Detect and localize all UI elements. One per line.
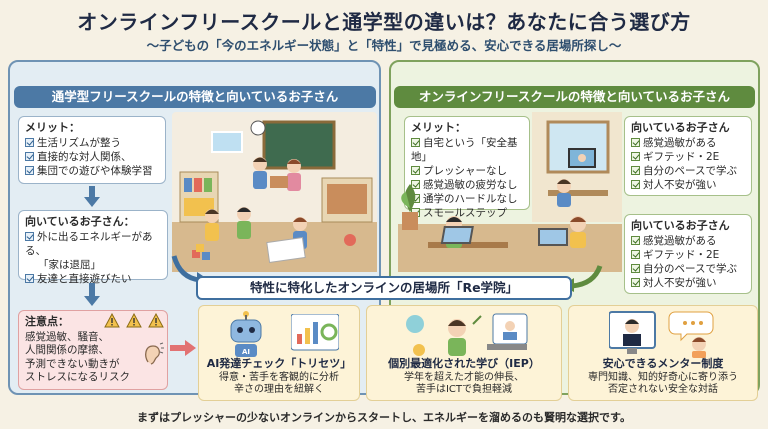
check-icon bbox=[631, 180, 640, 189]
feature-mentor: 安心できるメンター制度 専門知識、知的好奇心に寄り添う 否定されない安全な対話 bbox=[568, 305, 758, 401]
feature-title: AI発達チェック「トリセツ」 bbox=[206, 357, 352, 370]
school-merits-title: メリット： bbox=[25, 121, 80, 134]
arrow-down-icon bbox=[84, 283, 100, 306]
ear-icon bbox=[145, 342, 164, 365]
online-heading: オンラインフリースクールの特徴と向いているお子さん bbox=[394, 86, 755, 108]
check-icon bbox=[631, 152, 640, 161]
list-item: 生活リズムが整う bbox=[25, 136, 159, 150]
list-item: 感覚過敏の疲労なし bbox=[411, 178, 523, 192]
list-item: ギフテッド・2E bbox=[631, 248, 745, 262]
home-learning-illustration bbox=[398, 112, 622, 272]
caution-line: 感覚過敏、騒音、 bbox=[25, 330, 109, 343]
mentor-video-icon bbox=[609, 311, 714, 358]
list-item: 友達と直接遊びたい bbox=[25, 272, 161, 286]
online-suited-1: 向いているお子さん 感覚過敏がある ギフテッド・2E 自分のペースで学ぶ 対人不… bbox=[624, 116, 752, 196]
list-item: 感覚過敏がある bbox=[631, 234, 745, 248]
school-caution: 注意点： 感覚過敏、騒音、 人間関係の摩擦、 予測できない動きが ストレスになる… bbox=[18, 310, 168, 390]
footer-note: まずはプレッシャーの少ないオンラインからスタートし、エネルギーを溜めるのも賢明な… bbox=[137, 411, 631, 424]
classroom-illustration bbox=[172, 112, 377, 272]
list-item: 「家は退屈」 bbox=[38, 259, 101, 271]
school-merits: メリット： 生活リズムが整う 直接的な対人関係、 集団での遊びや体験学習 bbox=[18, 116, 166, 184]
list-item: 集団での遊びや体験学習 bbox=[25, 164, 159, 178]
arrow-right-icon bbox=[170, 340, 196, 356]
check-icon bbox=[631, 250, 640, 259]
check-icon bbox=[25, 152, 34, 161]
feature-ai-check: AI AI発達チェック「トリセツ」 得意・苦手を客観的に分析 辛さの理由を紐解く bbox=[198, 305, 360, 401]
warning-icons bbox=[104, 313, 164, 328]
ai-badge: AI bbox=[242, 348, 250, 356]
check-icon bbox=[25, 166, 34, 175]
re-gakuin-heading: 特性に特化したオンラインの居場所「Re学院」 bbox=[196, 276, 572, 300]
feature-line: 専門知識、知的好奇心に寄り添う bbox=[588, 371, 738, 383]
list-item: 通学のハードルなし bbox=[411, 192, 523, 206]
caution-line: 予測できない動きが bbox=[25, 357, 120, 370]
check-icon bbox=[411, 166, 420, 175]
list-item: 自分のペースで学ぶ bbox=[631, 262, 745, 276]
caution-line: 人間関係の摩擦、 bbox=[25, 344, 109, 356]
online-suited-title: 向いているお子さん bbox=[631, 219, 730, 232]
check-icon bbox=[25, 274, 34, 283]
check-icon bbox=[411, 180, 420, 189]
list-item: 自宅という「安全基地」 bbox=[411, 137, 518, 163]
school-heading: 通学型フリースクールの特徴と向いているお子さん bbox=[14, 86, 376, 108]
list-item: ギフテッド・2E bbox=[631, 150, 745, 164]
page-subtitle: 〜子どもの「今のエネルギー状態」と「特性」で見極める、安心できる居場所探し〜 bbox=[146, 38, 622, 53]
feature-title: 安心できるメンター制度 bbox=[602, 357, 724, 370]
check-icon bbox=[631, 264, 640, 273]
check-icon bbox=[25, 232, 34, 241]
school-suited: 向いているお子さん： 外に出るエネルギーがある、 「家は退屈」 友達と直接遊びた… bbox=[18, 210, 168, 285]
check-icon bbox=[25, 138, 34, 147]
feature-iep: 個別最適化された学び（IEP） 学年を超えた才能の伸長、 苦手はICTで負担軽減 bbox=[366, 305, 562, 401]
robot-icon: AI bbox=[230, 311, 262, 357]
list-item: 外に出るエネルギーがある、 bbox=[25, 231, 153, 257]
feature-line: 否定されない安全な対話 bbox=[608, 384, 718, 395]
student-growth-icon bbox=[406, 313, 528, 356]
list-item: プレッシャーなし bbox=[411, 164, 523, 178]
check-icon bbox=[631, 278, 640, 287]
analysis-chart-icon bbox=[291, 314, 339, 351]
list-item: 対人不安が強い bbox=[631, 276, 745, 290]
online-suited-title: 向いているお子さん bbox=[631, 121, 730, 134]
feature-title: 個別最適化された学び（IEP） bbox=[388, 357, 540, 370]
check-icon bbox=[631, 166, 640, 175]
list-item: 自分のペースで学ぶ bbox=[631, 164, 745, 178]
caution-title: 注意点： bbox=[25, 315, 69, 328]
online-merits-title: メリット： bbox=[411, 121, 466, 134]
list-item: 感覚過敏がある bbox=[631, 136, 745, 150]
list-item: 対人不安が強い bbox=[631, 178, 745, 192]
check-icon bbox=[411, 138, 420, 147]
check-icon bbox=[631, 138, 640, 147]
online-merits: メリット： 自宅という「安全基地」 プレッシャーなし 感覚過敏の疲労なし 通学の… bbox=[404, 116, 530, 219]
online-suited-2: 向いているお子さん 感覚過敏がある ギフテッド・2E 自分のペースで学ぶ 対人不… bbox=[624, 214, 752, 294]
feature-line: 苦手はICTで負担軽減 bbox=[415, 384, 513, 395]
arrow-down-icon bbox=[84, 186, 100, 207]
caution-line: ストレスになるリスク bbox=[25, 371, 130, 383]
feature-line: 得意・苦手を客観的に分析 bbox=[219, 371, 339, 383]
list-item: 直接的な対人関係、 bbox=[25, 150, 159, 164]
school-suited-title: 向いているお子さん： bbox=[25, 215, 135, 228]
check-icon bbox=[631, 236, 640, 245]
feature-line: 辛さの理由を紐解く bbox=[234, 384, 324, 395]
feature-line: 学年を超えた才能の伸長、 bbox=[404, 371, 524, 383]
page-title: オンラインフリースクールと通学型の違いは？あなたに合う選び方 bbox=[77, 10, 691, 34]
